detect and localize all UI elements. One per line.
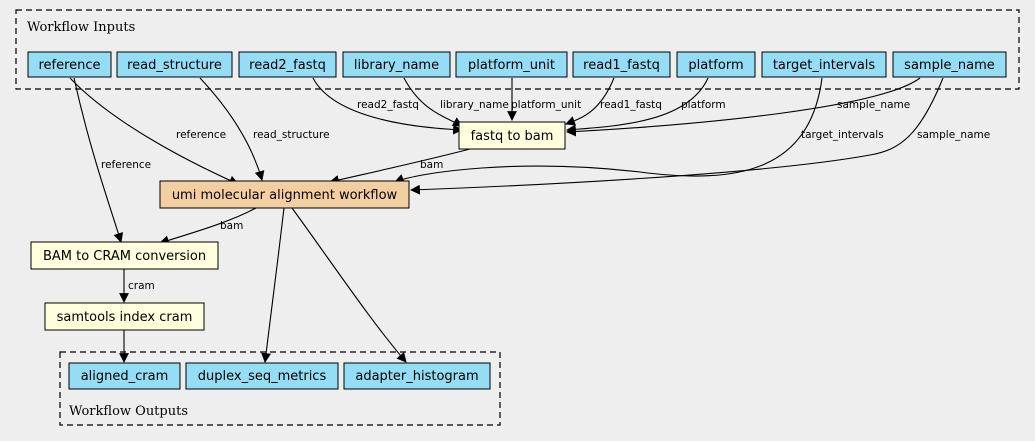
step-nodes: fastq to bam umi molecular alignment wor… (30, 121, 566, 331)
output-duplex-seq-metrics[interactable]: duplex_seq_metrics (185, 362, 339, 390)
edge-label-platform: platform (681, 99, 726, 111)
input-read2-fastq[interactable]: read2_fastq (238, 51, 337, 78)
workflow-inputs-cluster: Workflow Inputs (15, 9, 1020, 90)
edge-label-read1-fastq: read1_fastq (600, 99, 662, 111)
edge-umi-adapter-histogram (291, 207, 407, 363)
input-read1-fastq[interactable]: read1_fastq (572, 51, 671, 78)
edge-bam-umi-cram (159, 207, 257, 246)
edge-labels: read2_fastq library_name platform_unit r… (101, 99, 990, 292)
input-platform-unit-label: platform_unit (468, 58, 555, 73)
edge-label-read2-fastq: read2_fastq (357, 99, 419, 111)
input-reference-label: reference (38, 58, 100, 73)
output-adapter-histogram-label: adapter_histogram (355, 369, 478, 384)
input-target-intervals[interactable]: target_intervals (761, 51, 887, 78)
output-aligned-cram[interactable]: aligned_cram (68, 362, 181, 390)
edge-read1-fastq (565, 77, 615, 126)
workflow-inputs-label: Workflow Inputs (27, 20, 135, 35)
output-duplex-seq-metrics-label: duplex_seq_metrics (198, 369, 327, 384)
workflow-outputs-cluster: Workflow Outputs (59, 351, 501, 426)
input-read-structure-label: read_structure (127, 58, 222, 73)
output-adapter-histogram[interactable]: adapter_histogram (343, 362, 491, 390)
step-umi-workflow-label: umi molecular alignment workflow (172, 188, 398, 203)
edge-reference-cram (73, 77, 124, 243)
input-library-name-label: library_name (354, 58, 439, 73)
edge-label-sample-name-fastq: sample_name (837, 99, 910, 111)
input-nodes: reference read_structure read2_fastq lib… (27, 51, 1007, 78)
edge-sample-name-umi (410, 77, 944, 195)
input-sample-name[interactable]: sample_name (892, 51, 1007, 78)
edge-platform (566, 77, 709, 135)
edge-label-sample-name-umi: sample_name (917, 129, 990, 141)
edge-sample-name-fastq (566, 77, 921, 137)
edge-label-target-intervals-umi: target_intervals (801, 129, 884, 141)
edge-umi-duplex-metrics (261, 207, 285, 363)
edge-label-cram: cram (128, 280, 155, 292)
edge-read2-fastq (312, 77, 463, 135)
output-nodes: aligned_cram duplex_seq_metrics adapter_… (68, 362, 491, 390)
input-target-intervals-label: target_intervals (773, 58, 876, 73)
edges (69, 77, 944, 363)
input-platform-unit[interactable]: platform_unit (455, 51, 568, 78)
input-reference[interactable]: reference (27, 51, 112, 78)
edge-label-reference-umi: reference (176, 129, 226, 141)
edge-label-reference-cram: reference (101, 159, 151, 171)
step-samtools-index-label: samtools index cram (57, 310, 193, 325)
edge-label-bam-umi-cram: bam (220, 220, 243, 232)
input-sample-name-label: sample_name (904, 58, 995, 73)
step-umi-workflow[interactable]: umi molecular alignment workflow (159, 180, 410, 209)
input-library-name[interactable]: library_name (342, 51, 451, 78)
step-bam-to-cram[interactable]: BAM to CRAM conversion (30, 241, 219, 270)
edge-label-library-name: library_name (440, 99, 509, 111)
workflow-outputs-label: Workflow Outputs (69, 404, 188, 419)
edge-label-read-structure-umi: read_structure (253, 129, 330, 141)
edge-read-structure-umi (199, 77, 265, 181)
step-fastq-to-bam[interactable]: fastq to bam (458, 121, 566, 150)
input-read1-fastq-label: read1_fastq (583, 58, 660, 73)
edge-library-name (403, 77, 463, 127)
input-read2-fastq-label: read2_fastq (249, 58, 326, 73)
input-platform[interactable]: platform (676, 51, 756, 78)
input-read-structure[interactable]: read_structure (116, 51, 233, 78)
step-samtools-index[interactable]: samtools index cram (44, 302, 205, 331)
edge-reference-umi (69, 77, 239, 185)
edge-target-intervals-umi (394, 77, 823, 184)
edge-bam-fastq-umi (329, 148, 471, 185)
output-aligned-cram-label: aligned_cram (81, 369, 169, 384)
step-fastq-to-bam-label: fastq to bam (471, 129, 554, 144)
edge-label-bam-fastq-umi: bam (420, 159, 443, 171)
input-platform-label: platform (688, 58, 743, 73)
step-bam-to-cram-label: BAM to CRAM conversion (43, 249, 206, 264)
edge-label-platform-unit: platform_unit (511, 99, 581, 111)
